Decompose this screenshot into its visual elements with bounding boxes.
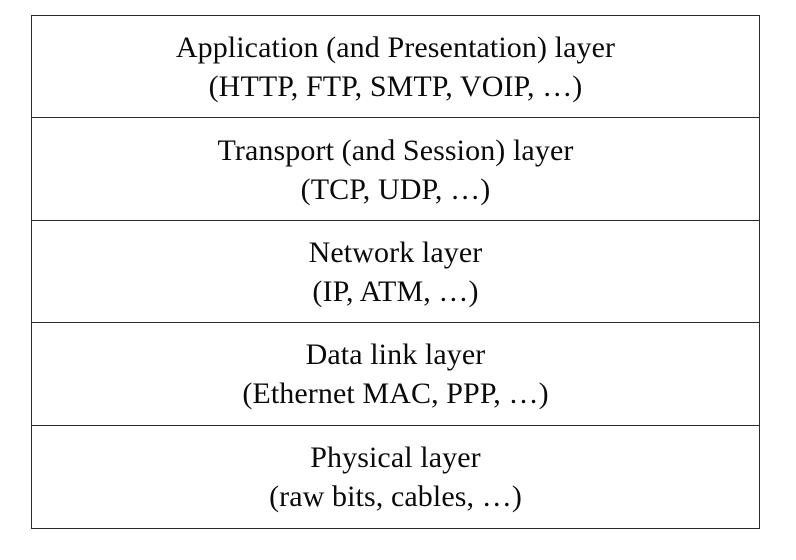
protocol-stack-diagram: Application (and Presentation) layer (HT… bbox=[31, 15, 760, 530]
layer-examples-data-link: (Ethernet MAC, PPP, …) bbox=[242, 377, 549, 411]
layer-examples-physical: (raw bits, cables, …) bbox=[269, 479, 522, 513]
layer-box-network: Network layer (IP, ATM, …) bbox=[31, 219, 760, 325]
layer-title-network: Network layer bbox=[308, 236, 483, 269]
layer-title-data-link: Data link layer bbox=[305, 338, 486, 372]
layer-title-application: Application (and Presentation) layer bbox=[175, 31, 616, 65]
layer-box-data-link: Data link layer (Ethernet MAC, PPP, …) bbox=[31, 322, 760, 427]
layer-title-transport: Transport (and Session) layer bbox=[217, 133, 574, 167]
layer-examples-application: (HTTP, FTP, SMTP, VOIP, …) bbox=[208, 70, 583, 104]
layer-box-transport: Transport (and Session) layer (TCP, UDP,… bbox=[31, 117, 760, 222]
layer-box-physical: Physical layer (raw bits, cables, …) bbox=[31, 424, 760, 530]
layer-box-application: Application (and Presentation) layer (HT… bbox=[31, 15, 760, 120]
layer-title-physical: Physical layer bbox=[310, 440, 481, 474]
layer-examples-network: (IP, ATM, …) bbox=[312, 275, 479, 308]
layer-examples-transport: (TCP, UDP, …) bbox=[300, 172, 491, 206]
